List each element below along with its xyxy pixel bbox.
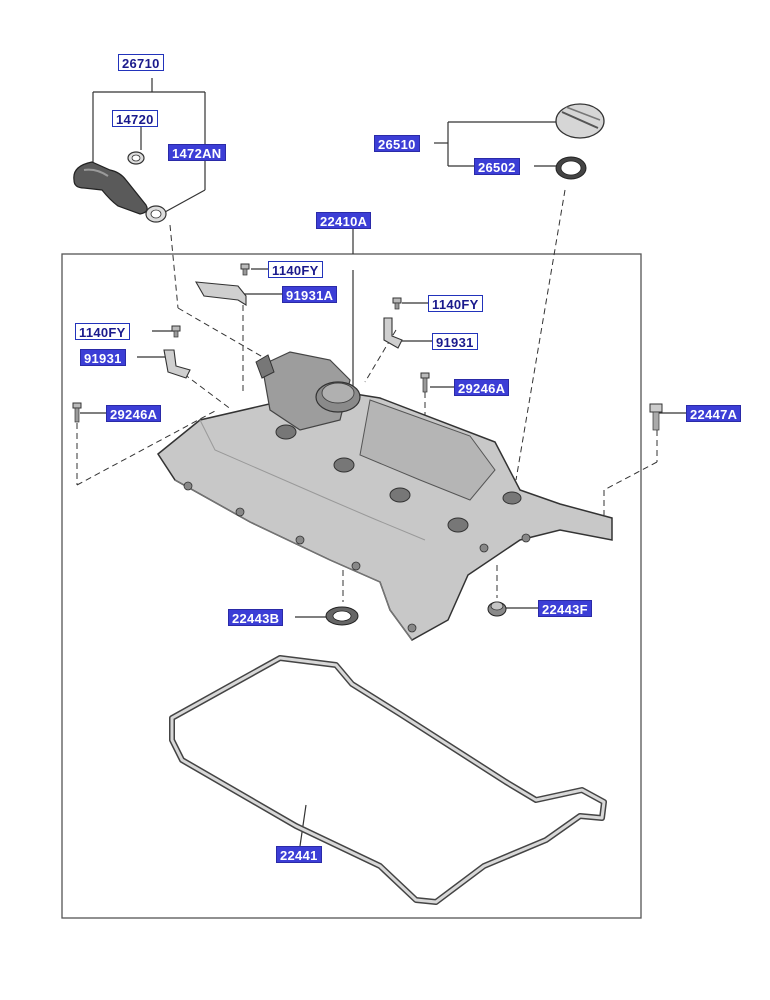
part-label-22441: 22441 xyxy=(276,846,322,863)
part-label-1140fy-top: 1140FY xyxy=(268,261,323,278)
part-label-29246a-right: 29246A xyxy=(454,379,510,396)
part-label-1140fy-right: 1140FY xyxy=(428,295,483,312)
part-label-91931a: 91931A xyxy=(282,286,338,303)
part-label-91931-left: 91931 xyxy=(80,349,126,366)
oil-cap-gasket xyxy=(555,156,587,180)
part-label-22410a: 22410A xyxy=(316,212,372,229)
bracket-91931a xyxy=(194,281,247,306)
bolt-1140fy-left xyxy=(171,325,181,338)
part-label-22443f: 22443F xyxy=(538,600,592,617)
part-label-1472an: 1472AN xyxy=(168,144,226,161)
part-label-26510: 26510 xyxy=(374,135,420,152)
hose-clamp-14720 xyxy=(127,151,145,165)
part-label-1140fy-left: 1140FY xyxy=(75,323,130,340)
bolt-22447a xyxy=(649,403,663,431)
bracket-91931-left xyxy=(163,349,191,379)
assembly-frame xyxy=(61,253,642,919)
bracket-91931-right xyxy=(383,317,403,349)
hose-clamp-1472an xyxy=(145,205,167,223)
part-label-22447a: 22447A xyxy=(686,405,742,422)
breather-hose xyxy=(73,161,148,215)
bolt-1140fy-top xyxy=(240,263,250,276)
oil-filler-cap xyxy=(555,103,605,139)
part-label-26710: 26710 xyxy=(118,54,164,71)
part-label-14720: 14720 xyxy=(112,110,158,127)
stud-29246a-left xyxy=(72,402,82,423)
part-label-29246a-left: 29246A xyxy=(106,405,162,422)
part-label-91931-right: 91931 xyxy=(432,333,478,350)
stud-29246a-right xyxy=(420,372,430,393)
part-label-22443b: 22443B xyxy=(228,609,284,626)
cylinder-head-cover xyxy=(157,351,613,641)
cover-gasket xyxy=(169,655,607,905)
bolt-1140fy-right xyxy=(392,297,402,310)
seal-22443b xyxy=(325,606,359,626)
part-label-26502: 26502 xyxy=(474,158,520,175)
seal-22443f xyxy=(487,601,507,617)
